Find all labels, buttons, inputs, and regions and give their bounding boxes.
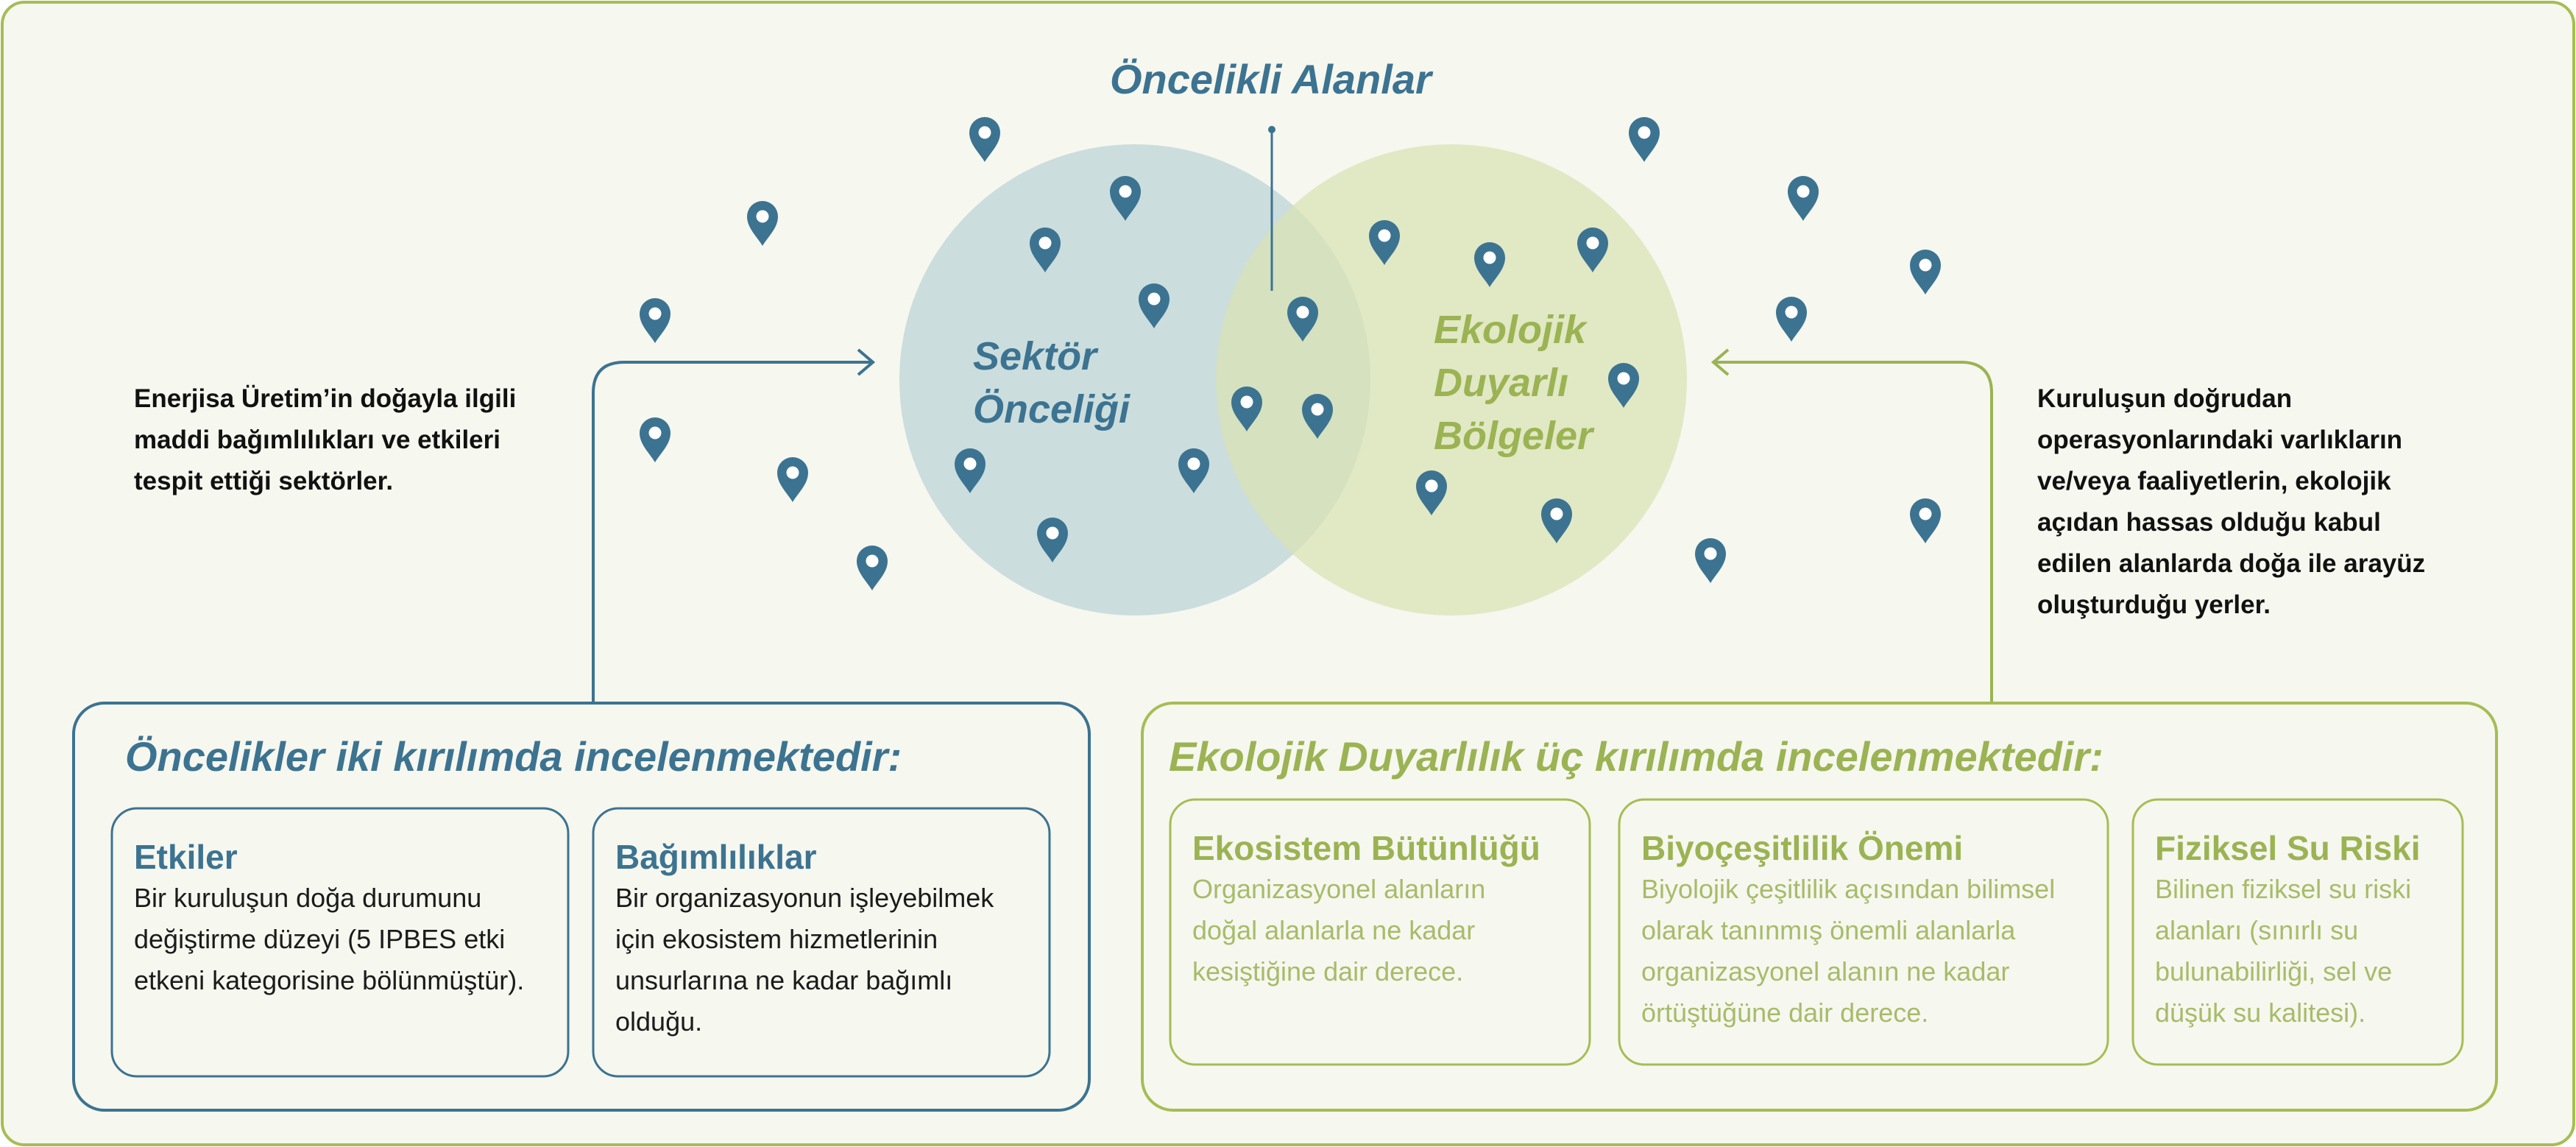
card-body-ecosystem: Organizasyonel alanların doğal alanlarla… — [1192, 874, 1486, 987]
ecologic-sensitive-line2: Duyarlı — [1434, 361, 1569, 405]
card-heading-biodiversity: Biyoçeşitlilik Önemi — [1641, 829, 1964, 867]
card-heading-ecosystem: Ekosistem Bütünlüğü — [1192, 829, 1540, 867]
card-body-water: Bilinen fiziksel su riski alanları (sını… — [2155, 874, 2412, 1028]
card-frame-water — [2131, 798, 2464, 1066]
card-body-impacts: Bir kuruluşun doğa durumunu değiştirme d… — [134, 883, 525, 995]
right-connector — [1715, 361, 1993, 703]
card-heading-water: Fiziksel Su Riski — [2155, 829, 2421, 867]
sector-priority-line1: Sektör — [973, 334, 1097, 378]
arrow-right-icon — [857, 348, 876, 376]
left-connector — [592, 361, 871, 703]
card-impacts: Etkiler Bir kuruluşun doğa durumunu deği… — [134, 836, 546, 1001]
card-frame-biodiversity — [1618, 798, 2109, 1066]
card-body-biodiversity: Biyolojik çeşitlilik açısından bilimsel … — [1641, 874, 2056, 1028]
card-body-dependencies: Bir organizasyonun işleyebilmek için eko… — [615, 883, 994, 1037]
card-frame-impacts — [110, 807, 570, 1078]
left-panel-frame — [72, 702, 1091, 1112]
card-heading-dependencies: Bağımlılıklar — [615, 838, 817, 876]
center-title: Öncelikli Alanlar — [1110, 56, 1432, 102]
sector-priority-line2: Önceliği — [973, 387, 1130, 431]
sector-priority-label: Sektör Önceliği — [973, 330, 1130, 436]
right-intro-text: Kuruluşun doğrudan operasyonlarındaki va… — [2037, 384, 2426, 619]
card-frame-ecosystem — [1169, 798, 1591, 1066]
center-title-leader-dot — [1268, 126, 1275, 133]
card-ecosystem: Ekosistem Bütünlüğü Organizasyonel alanl… — [1192, 827, 1582, 992]
left-intro-text: Enerjisa Üretim’in doğayla ilgili maddi … — [134, 384, 517, 495]
card-biodiversity: Biyoçeşitlilik Önemi Biyolojik çeşitlili… — [1641, 827, 2098, 1034]
card-heading-impacts: Etkiler — [134, 838, 238, 876]
ecologic-sensitive-line3: Bölgeler — [1434, 414, 1593, 458]
arrow-left-icon — [1710, 348, 1730, 376]
card-frame-dependencies — [592, 807, 1051, 1078]
card-water: Fiziksel Su Riski Bilinen fiziksel su ri… — [2155, 827, 2457, 1034]
right-panel-title: Ekolojik Duyarlılık üç kırılımda incelen… — [1169, 733, 2103, 780]
card-dependencies: Bağımlılıklar Bir organizasyonun işleyeb… — [615, 836, 1035, 1042]
right-panel-frame — [1141, 702, 2498, 1112]
ecologic-sensitive-circle — [1216, 144, 1687, 615]
ecologic-sensitive-line1: Ekolojik — [1434, 308, 1587, 352]
left-panel-title: Öncelikler iki kırılımda incelenmektedir… — [125, 733, 902, 780]
ecologic-sensitive-label: Ekolojik Duyarlı Bölgeler — [1434, 303, 1593, 462]
